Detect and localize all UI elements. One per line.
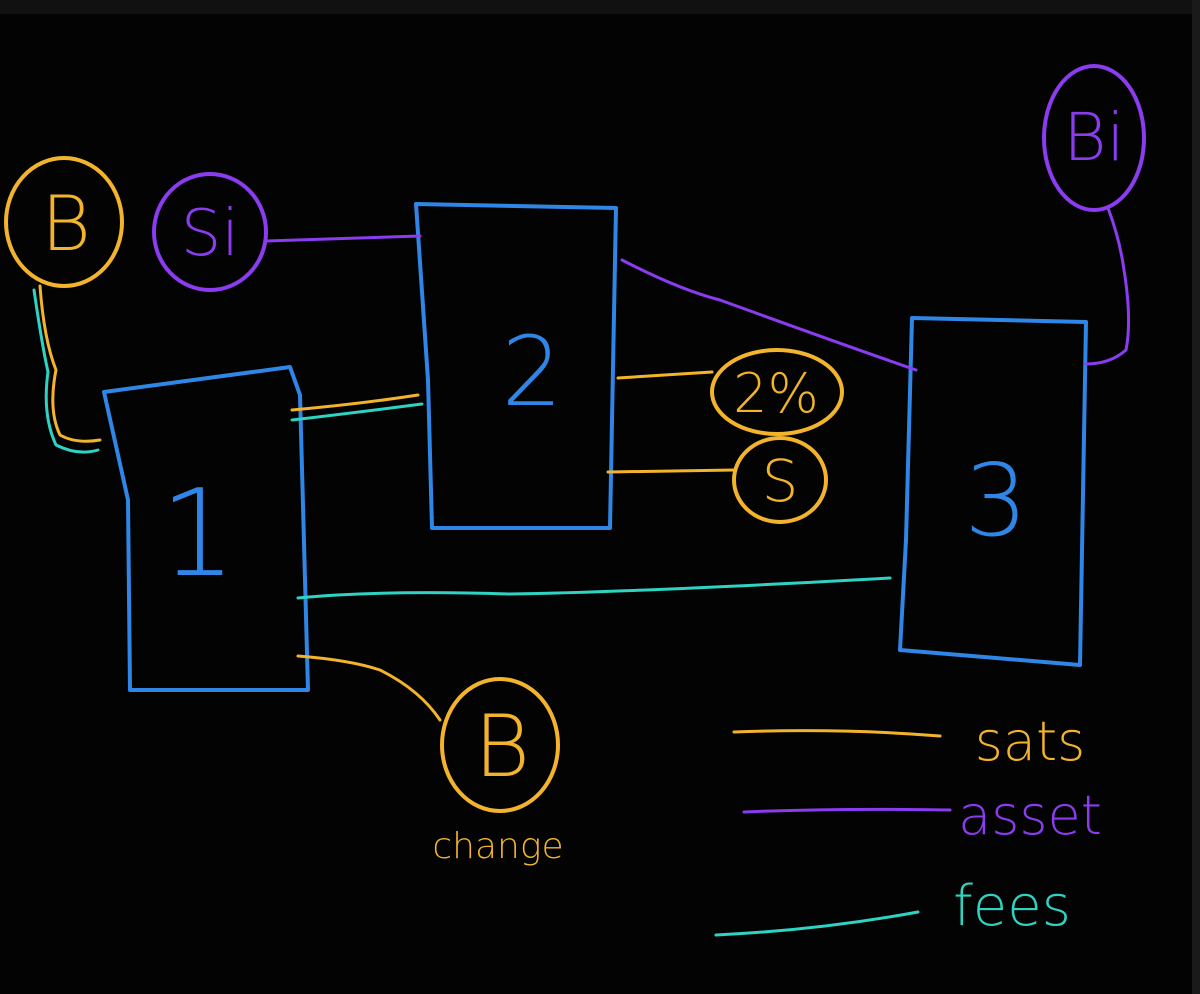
fees-line-b-to-1: [32, 288, 100, 454]
sats-line-b-to-1: [38, 284, 102, 443]
btc-input-label: B: [41, 179, 91, 268]
asset-line-bi-to-3: [1084, 206, 1131, 366]
legend-label-sats: sats: [975, 710, 1086, 773]
box-1-label: 1: [160, 465, 236, 604]
box-2-outline: [414, 202, 618, 530]
change-output-label: B: [474, 697, 530, 797]
seller-input-circle: [152, 172, 268, 292]
legend-line-asset: [742, 807, 952, 814]
asset-line-si-to-2: [264, 234, 422, 243]
box-3-label: 3: [964, 442, 1028, 559]
sats-line-2-to-s: [606, 468, 736, 474]
box-2-label: 2: [501, 316, 562, 428]
box-3-outline: [898, 316, 1088, 667]
btc-input-circle: [4, 156, 124, 288]
legend-line-fees: [714, 910, 920, 937]
sats-line-2-to-fee: [616, 370, 714, 380]
buyer-input-label: Bi: [1063, 99, 1125, 176]
fees-line-1-to-2: [290, 402, 424, 422]
right-edge: [1192, 0, 1200, 994]
fee-percent-circle: [710, 348, 844, 436]
fee-percent-label: 2%: [733, 362, 819, 425]
legend-label-fees: fees: [953, 874, 1071, 939]
change-caption: change: [432, 826, 563, 867]
top-edge: [0, 0, 1200, 14]
fees-line-3-to-1: [296, 576, 892, 600]
box-1-outline: [102, 365, 310, 692]
seller-output-circle: [732, 436, 828, 524]
sats-line-1-to-change: [296, 654, 442, 722]
seller-input-label: Si: [181, 197, 239, 271]
buyer-input-circle: [1042, 64, 1146, 212]
sats-line-1-to-2: [290, 393, 420, 412]
legend-line-sats: [732, 729, 942, 738]
seller-output-label: S: [762, 447, 799, 515]
asset-line-2-to-3: [620, 258, 918, 372]
legend-label-asset: asset: [958, 784, 1102, 847]
change-output-circle: [440, 677, 560, 813]
